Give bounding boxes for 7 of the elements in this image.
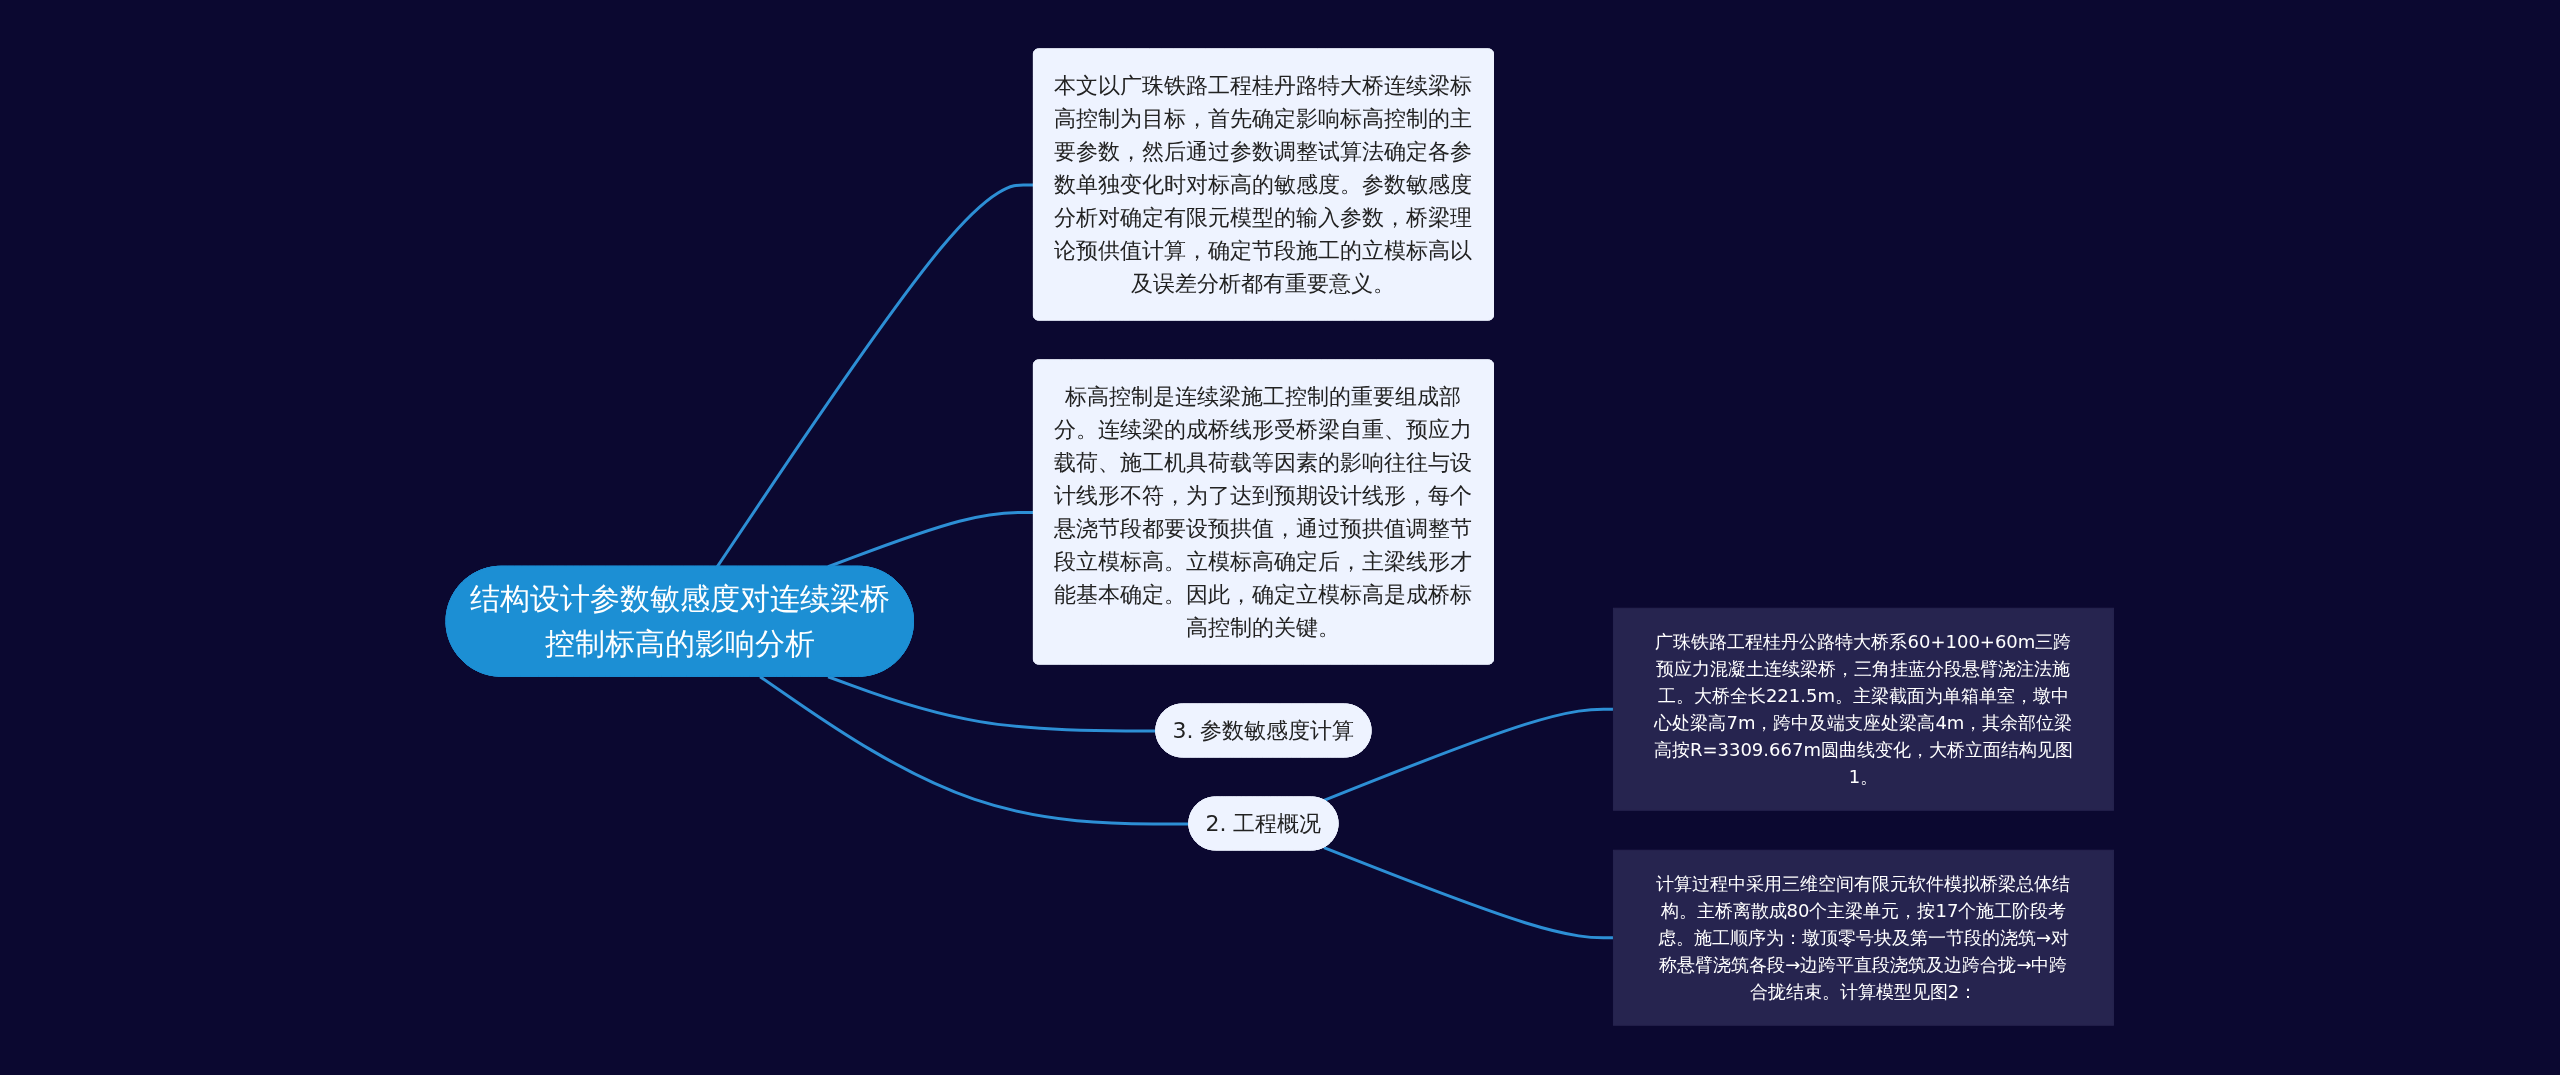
- connector: [1323, 846, 1614, 940]
- node-box: 广珠铁路工程桂丹公路特大桥系60+100+60m三跨预应力混凝土连续梁桥，三角挂蓝分段悬臂浇注法施工。大桥全长221.5m。主梁截面为单箱单室，墩中心处梁高7m，跨中及端支座处梁高4m，其余部位梁高按R=3309.667m圆曲线变化，大桥立面结构见图1。: [1613, 608, 2115, 812]
- node-box: 计算过程中采用三维空间有限元软件模拟桥梁总体结构。主桥离散成80个主梁单元，按17个施工阶段考虑。施工顺序为：墩顶零号块及第一节段的浇筑→对称悬臂浇筑各段→边跨平直段浇筑及边跨合拢→中跨合拢结束。计算模型见图2：: [1613, 850, 2115, 1027]
- connector: [759, 675, 1190, 826]
- connector: [716, 183, 1035, 568]
- connector: [1323, 708, 1614, 803]
- connector: [827, 675, 1157, 733]
